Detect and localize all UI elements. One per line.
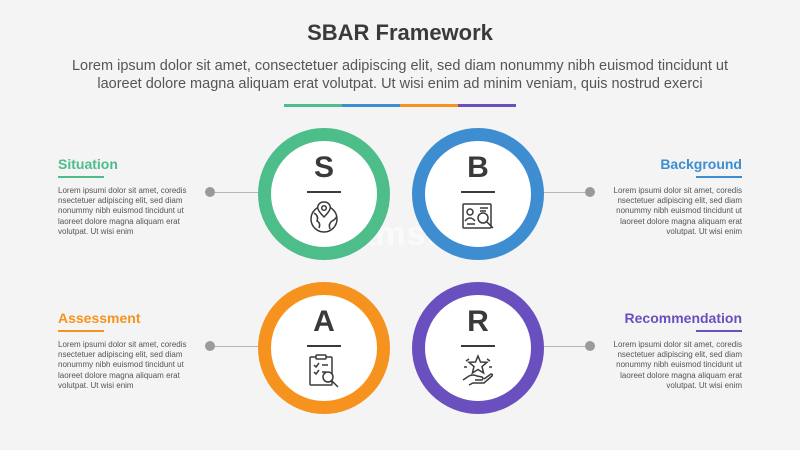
assessment-connector-dot: [205, 341, 215, 351]
recommendation-connector-dot: [585, 341, 595, 351]
situation-underline: [58, 176, 104, 178]
assessment-letter: A: [313, 305, 335, 338]
recommendation-underline: [696, 330, 742, 332]
desc-line: nsectetuer adipiscing elit, sed diam: [58, 196, 183, 206]
divider-green: [284, 104, 342, 107]
divider-blue: [342, 104, 400, 107]
desc-line: volutpat. Ut wisi enim: [666, 226, 742, 236]
document-search-icon: [462, 203, 494, 229]
situation-connector-dot: [205, 187, 215, 197]
recommendation-circle: R: [412, 282, 544, 414]
assessment-description: Lorem ipsumi dolor sit amet, coredis nse…: [58, 340, 198, 391]
subtitle-line-2: laoreet dolore magna aliquam erat volutp…: [97, 76, 703, 92]
situation-title: Situation: [58, 156, 118, 172]
situation-connector-line: [215, 192, 260, 193]
desc-line: laoreet dolore magna aliquam erat: [620, 216, 742, 226]
background-description: Lorem ipsumi dolor sit amet, coredis nse…: [602, 186, 743, 237]
background-letter: B: [467, 151, 489, 184]
desc-line: volutpat. Ut wisi enim: [58, 380, 134, 390]
desc-line: laoreet dolore magna aliquam erat: [620, 370, 742, 380]
assessment-letter-bar: [307, 345, 341, 347]
desc-line: nsectetuer adipiscing elit, sed diam: [617, 350, 742, 360]
desc-line: Lorem ipsumi dolor sit amet, coredis: [613, 186, 743, 195]
situation-letter-bar: [307, 191, 341, 193]
desc-line: volutpat. Ut wisi enim: [666, 380, 742, 390]
background-connector-dot: [585, 187, 595, 197]
desc-line: nsectetuer adipiscing elit, sed diam: [617, 196, 742, 206]
desc-line: Lorem ipsumi dolor sit amet, coredis: [58, 186, 187, 195]
clipboard-magnifier-icon: [309, 354, 339, 388]
desc-line: laoreet dolore magna aliquam erat: [58, 216, 180, 226]
recommendation-letter-bar: [461, 345, 495, 347]
assessment-connector-line: [215, 346, 260, 347]
globe-location-icon: [310, 201, 338, 233]
divider-orange: [400, 104, 458, 107]
background-circle: B: [412, 128, 544, 260]
desc-line: laoreet dolore magna aliquam erat: [58, 370, 180, 380]
divider-purple: [458, 104, 516, 107]
desc-line: Lorem ipsumi dolor sit amet, coredis: [613, 340, 743, 349]
background-underline: [696, 176, 742, 178]
recommendation-description: Lorem ipsumi dolor sit amet, coredis nse…: [602, 340, 743, 391]
desc-line: Lorem ipsumi dolor sit amet, coredis: [58, 340, 187, 349]
subtitle-line-1: Lorem ipsum dolor sit amet, consectetuer…: [71, 58, 729, 74]
recommendation-title: Recommendation: [624, 310, 742, 326]
desc-line: nsectetuer adipiscing elit, sed diam: [58, 350, 183, 360]
situation-circle: S: [258, 128, 390, 260]
situation-description: Lorem ipsumi dolor sit amet, coredis nse…: [58, 186, 198, 237]
background-connector-line: [540, 192, 585, 193]
desc-line: nonummy nibh euismod tincidunt ut: [58, 360, 184, 370]
desc-line: nonummy nibh euismod tincidunt ut: [58, 206, 184, 216]
page-title: SBAR Framework: [307, 20, 493, 45]
background-letter-bar: [461, 191, 495, 193]
recommendation-connector-line: [540, 346, 585, 347]
assessment-circle: A: [258, 282, 390, 414]
situation-letter: S: [313, 151, 334, 184]
desc-line: nonummy nibh euismod tincidunt ut: [616, 360, 742, 370]
page-subtitle: Lorem ipsum dolor sit amet, consectetuer…: [40, 57, 760, 93]
background-title: Background: [660, 156, 742, 172]
assessment-title: Assessment: [58, 310, 141, 326]
desc-line: volutpat. Ut wisi enim: [58, 226, 134, 236]
hand-star-icon: [462, 354, 494, 386]
assessment-underline: [58, 330, 104, 332]
desc-line: nonummy nibh euismod tincidunt ut: [616, 206, 742, 216]
recommendation-letter: R: [467, 305, 489, 338]
